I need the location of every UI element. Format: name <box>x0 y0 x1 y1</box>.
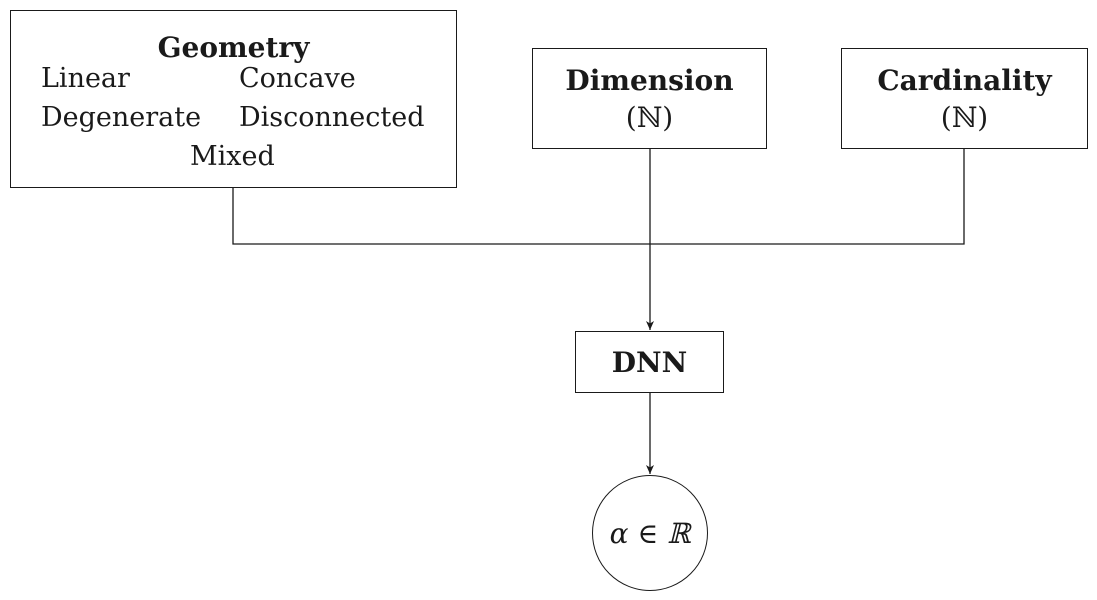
output-label: α ∈ ℝ <box>609 516 691 550</box>
geometry-item-concave: Concave <box>239 63 356 94</box>
geometry-connector <box>232 188 650 245</box>
dimension-title: Dimension <box>565 63 734 97</box>
dnn-box: DNN <box>575 331 724 393</box>
dimension-box: Dimension (ℕ) <box>532 48 767 149</box>
geometry-item-disconnected: Disconnected <box>239 102 425 133</box>
dnn-title: DNN <box>611 345 688 379</box>
geometry-item-mixed: Mixed <box>190 141 275 172</box>
geometry-title: Geometry <box>157 31 310 64</box>
geometry-item-linear: Linear <box>41 63 130 94</box>
dimension-domain: (ℕ) <box>625 100 674 134</box>
cardinality-box: Cardinality (ℕ) <box>841 48 1088 149</box>
geometry-item-degenerate: Degenerate <box>41 102 202 133</box>
geometry-box: Geometry Linear Concave Degenerate Disco… <box>10 10 457 188</box>
cardinality-domain: (ℕ) <box>940 100 989 134</box>
cardinality-title: Cardinality <box>877 63 1052 97</box>
output-node: α ∈ ℝ <box>592 475 708 591</box>
cardinality-connector <box>650 149 965 245</box>
